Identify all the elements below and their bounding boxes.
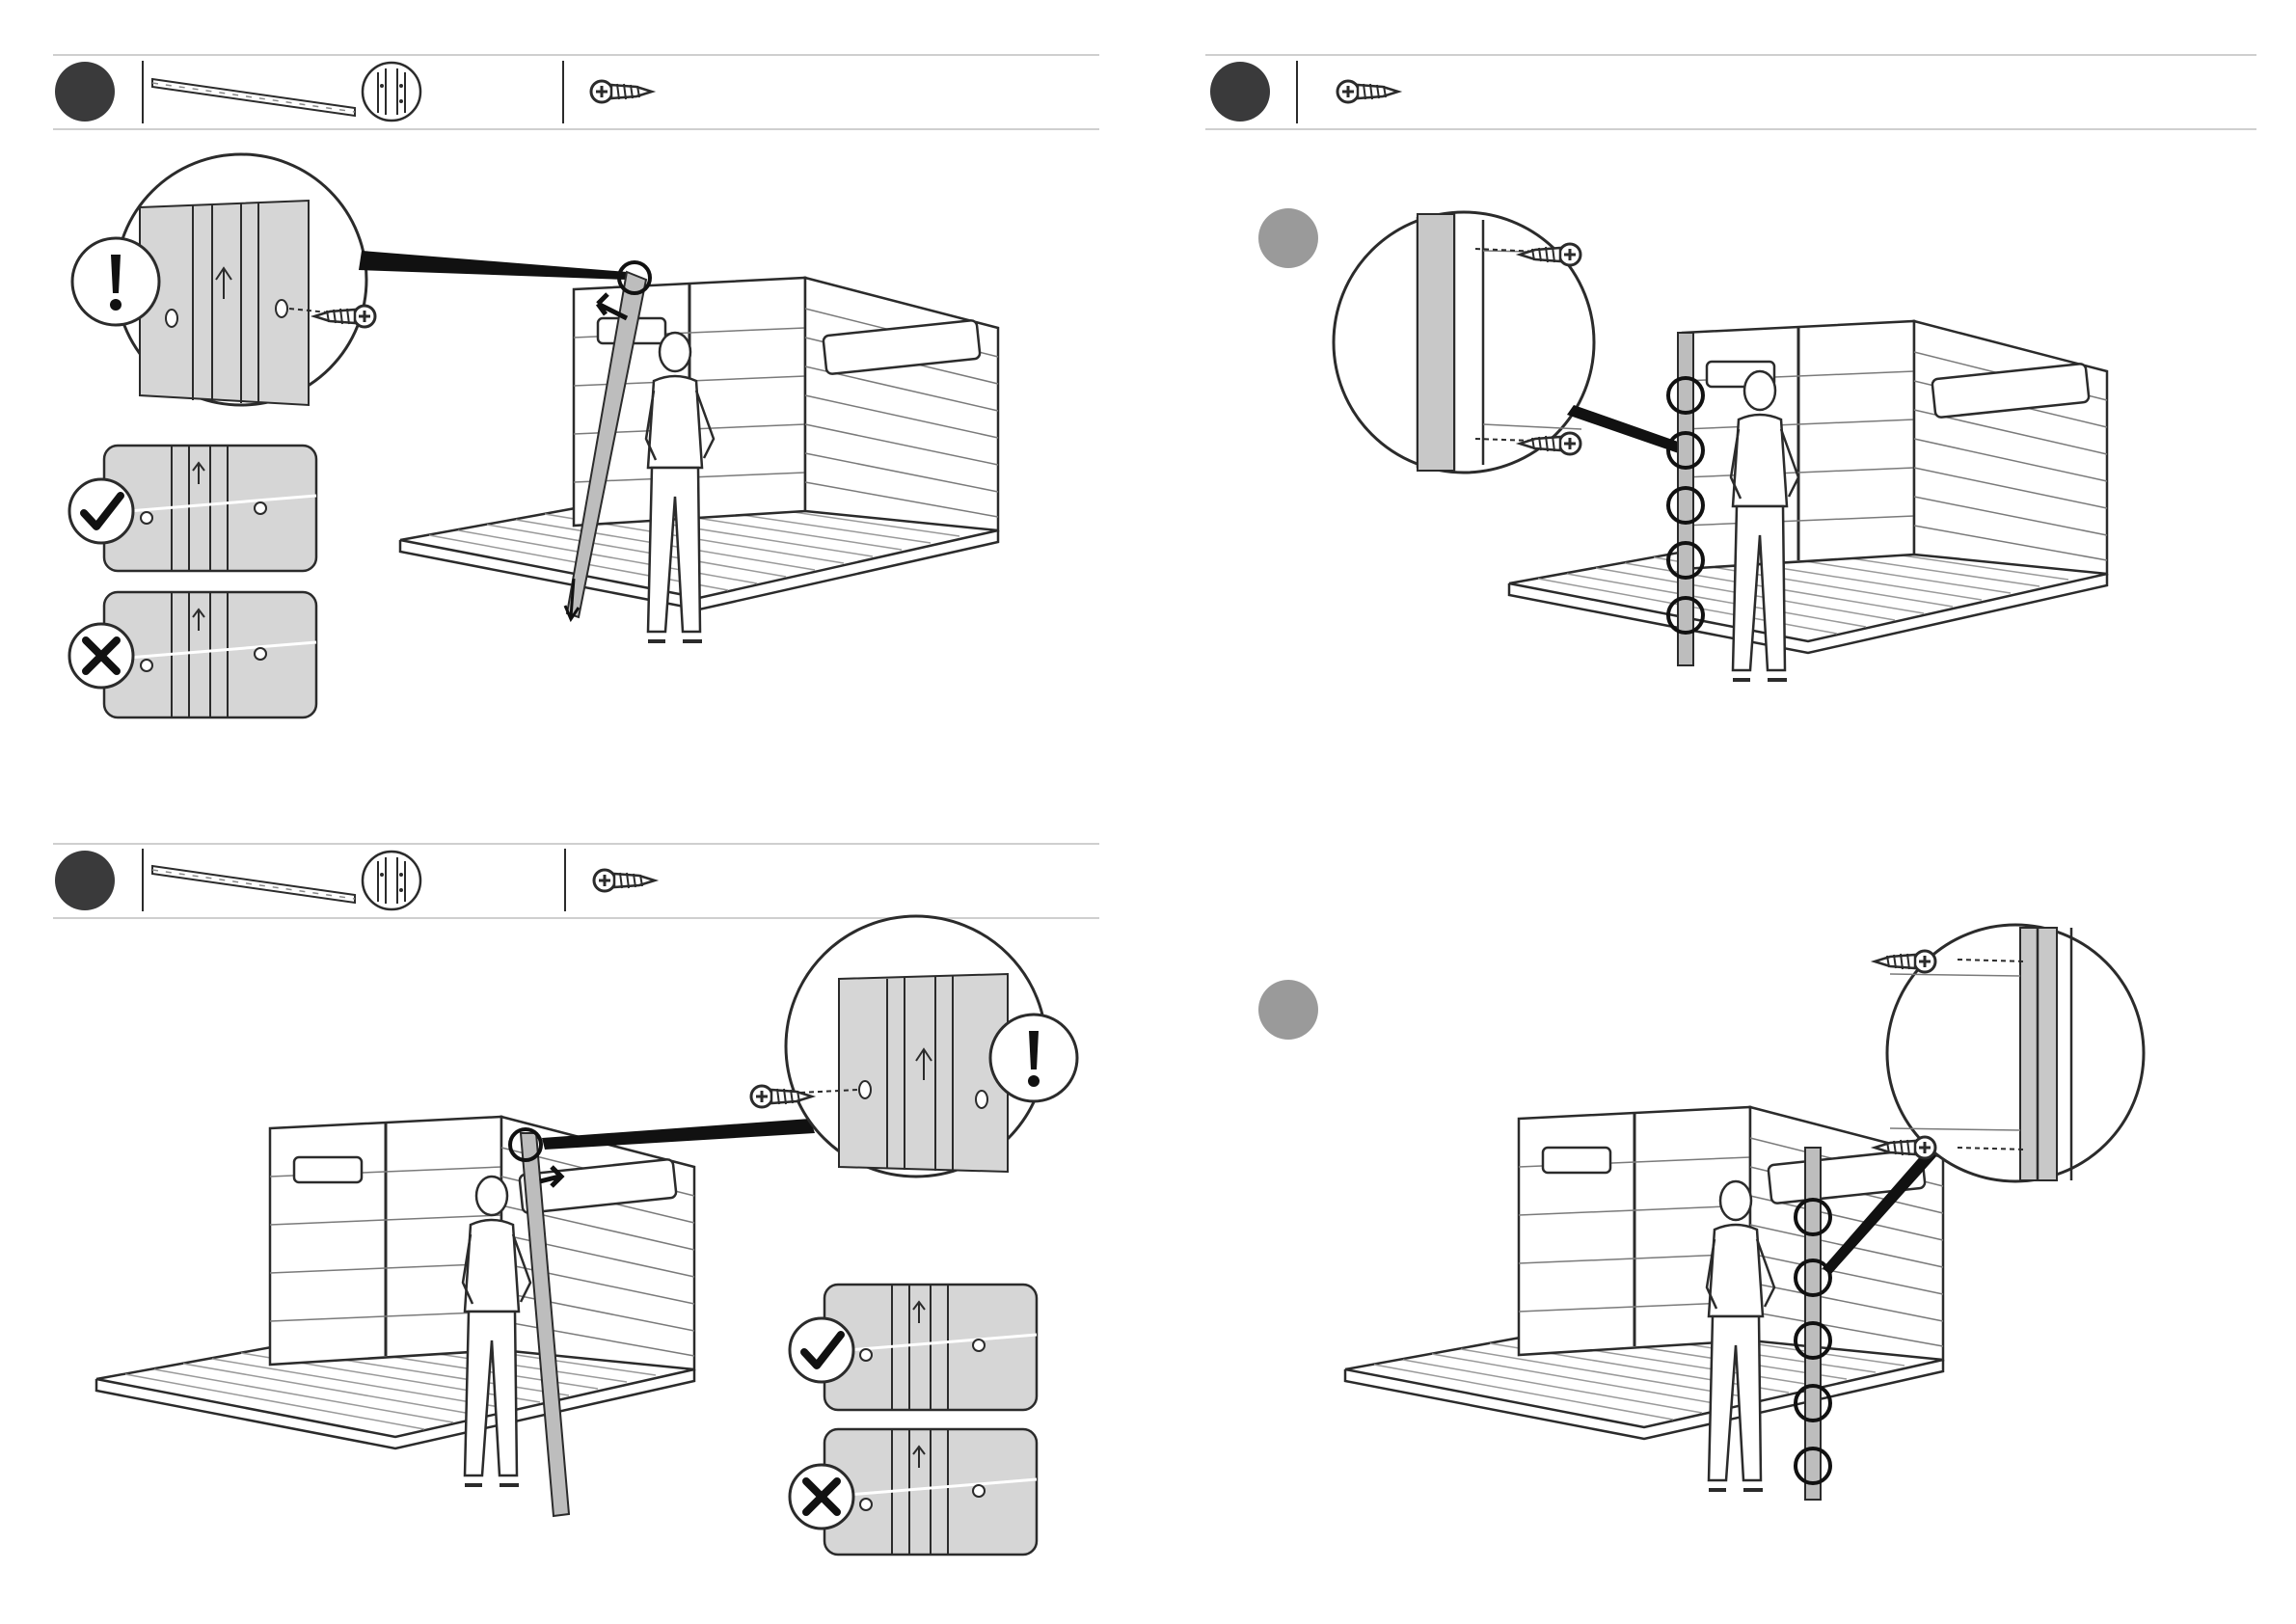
cross-icon bbox=[69, 624, 133, 688]
shed-illustration bbox=[96, 1117, 694, 1448]
zoom-pointer bbox=[359, 251, 627, 280]
screw-part-icon bbox=[591, 81, 652, 102]
step-badge bbox=[1210, 62, 1270, 122]
zoom-pointer bbox=[542, 1119, 815, 1150]
corner-post bbox=[1678, 333, 1693, 665]
warning-icon bbox=[72, 238, 159, 325]
zoom-detail-circle bbox=[1334, 212, 1594, 473]
long-rail-part-icon bbox=[152, 866, 355, 903]
correct-detail bbox=[790, 1285, 1037, 1410]
cross-icon bbox=[790, 1465, 853, 1529]
post-profile-part-icon bbox=[363, 63, 420, 121]
substep-badge bbox=[1258, 980, 1318, 1040]
screw-part-icon bbox=[594, 870, 655, 891]
check-icon bbox=[69, 479, 133, 543]
step-badge bbox=[55, 851, 115, 910]
long-rail-part-icon bbox=[152, 79, 355, 116]
incorrect-detail bbox=[69, 592, 316, 717]
step-c-panel bbox=[53, 844, 1099, 1555]
incorrect-detail bbox=[790, 1429, 1037, 1555]
screw-part-icon bbox=[1337, 81, 1398, 102]
step-a-panel bbox=[53, 55, 1099, 717]
warning-icon bbox=[990, 1015, 1077, 1101]
shed-illustration bbox=[1345, 1107, 1943, 1439]
substep-badge bbox=[1258, 208, 1318, 268]
check-icon bbox=[790, 1318, 853, 1382]
shed-illustration bbox=[1509, 321, 2107, 653]
step-badge bbox=[55, 62, 115, 122]
screw-icon bbox=[1875, 951, 1935, 972]
step-b-panel bbox=[1205, 55, 2256, 680]
step-d-panel bbox=[1258, 925, 2144, 1500]
post-profile-part-icon bbox=[363, 852, 420, 909]
correct-detail bbox=[69, 446, 316, 571]
